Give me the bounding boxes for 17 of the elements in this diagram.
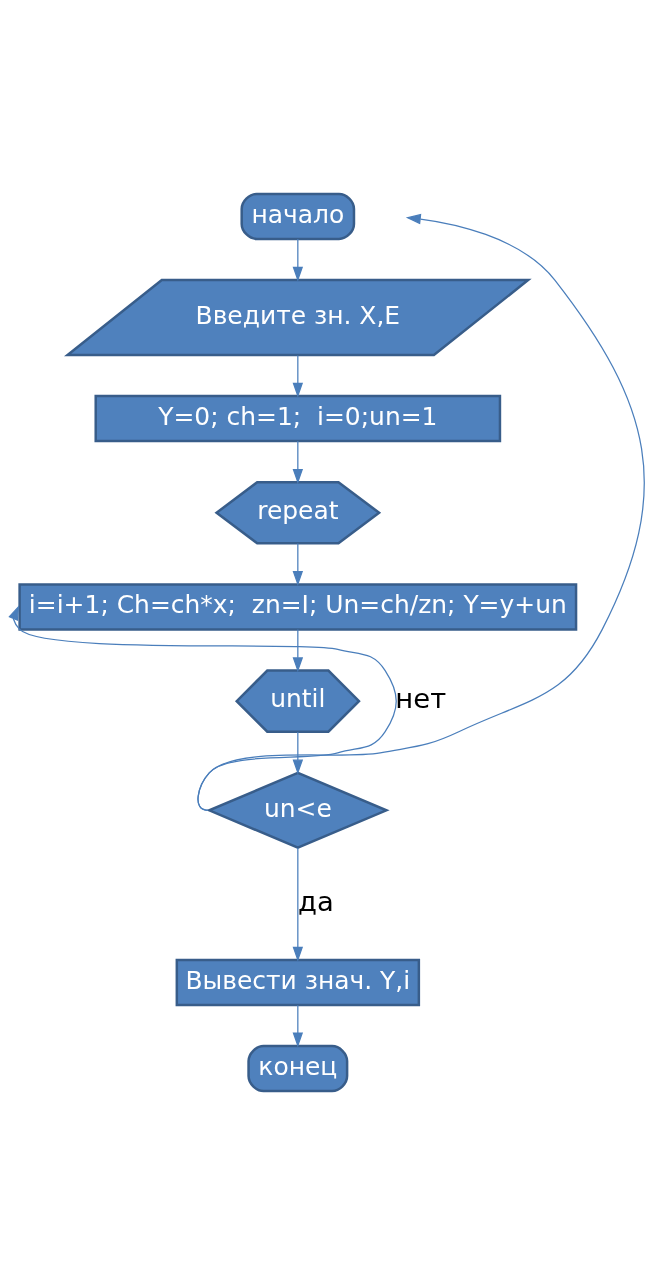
arrow bbox=[292, 628, 304, 673]
edge-label: да bbox=[298, 885, 334, 917]
edge-label: нет bbox=[395, 683, 447, 715]
node-box: Вывести знач. Y,i bbox=[175, 958, 421, 1007]
arrow bbox=[292, 542, 304, 586]
node-box: конец bbox=[247, 1044, 349, 1093]
node-box: Y=0; ch=1; i=0;un=1 bbox=[94, 394, 502, 443]
arrow bbox=[292, 1004, 304, 1048]
arrow bbox=[292, 731, 304, 775]
node-diamond: un<e bbox=[206, 771, 390, 850]
arrow bbox=[292, 238, 304, 282]
node-box: начало bbox=[240, 192, 356, 241]
arrow bbox=[292, 847, 304, 962]
arrow bbox=[292, 354, 304, 398]
arrow bbox=[292, 440, 304, 484]
arrow bbox=[197, 213, 645, 811]
node-box: i=i+1; Ch=ch*x; zn=I; Un=ch/zn; Y=y+un bbox=[18, 583, 578, 631]
